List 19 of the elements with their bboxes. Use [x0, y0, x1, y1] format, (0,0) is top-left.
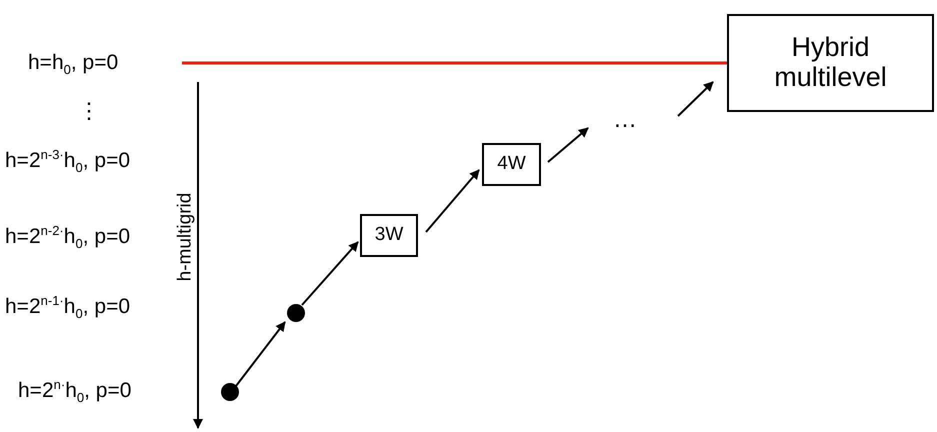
- level-label: h=h$_{0}$, p=0: [20, 48, 182, 78]
- arrow: [425, 169, 480, 233]
- arrow: [301, 241, 359, 306]
- level-label: h=2$^{n-2·}$h$_{0}$, p=0: [5, 226, 130, 247]
- arrow: [677, 81, 714, 117]
- level-label: h=2$^{n-3·}$h$_{0}$, p=0: [5, 150, 130, 171]
- ellipsis-text: …: [592, 106, 658, 134]
- level-label: h=2$^{n-1·}$h$_{0}$, p=0: [5, 296, 130, 317]
- process-box: 4W: [482, 143, 541, 186]
- process-box: Hybrid multilevel: [727, 14, 934, 112]
- process-box: 3W: [360, 214, 418, 257]
- axis-label: h-multigrid: [176, 192, 194, 282]
- point-marker: [221, 383, 239, 401]
- arrow: [547, 127, 589, 163]
- level-label: h=2$^{n·}$h$_{0}$, p=0: [18, 380, 132, 401]
- point-marker: [287, 304, 305, 322]
- vertical-ellipsis: ⋮: [78, 100, 100, 122]
- arrow: [235, 321, 286, 387]
- connector-line: [182, 62, 727, 64]
